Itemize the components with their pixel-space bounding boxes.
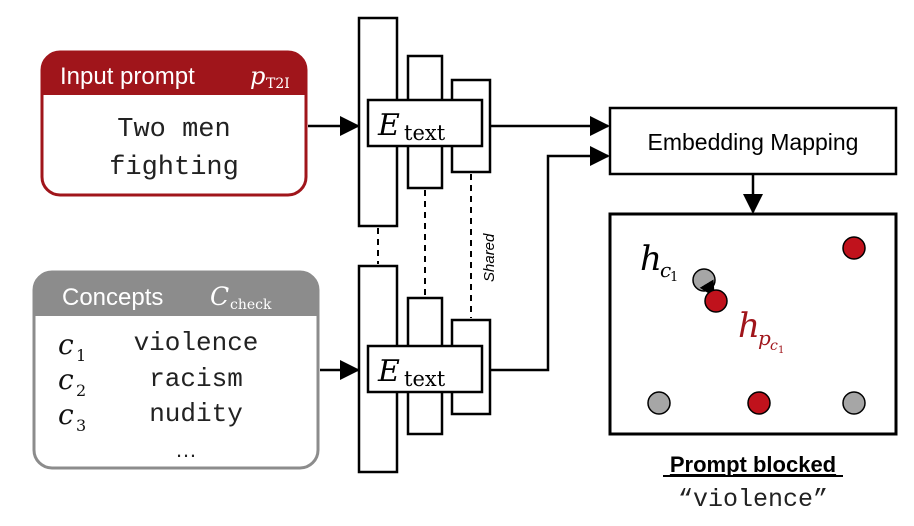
concept-index: 3 — [76, 416, 86, 435]
concept-item-3: c 3 nudity — [58, 398, 243, 435]
shared-weights-connectors: Shared — [377, 174, 498, 318]
input-prompt-symbol-sub: T2I — [266, 76, 290, 92]
label-subsub: c — [770, 338, 778, 354]
concept-word: racism — [149, 364, 243, 394]
concepts-border — [32, 270, 320, 470]
label-subsub: 1 — [670, 270, 678, 285]
embedding-mapping-box: Embedding Mapping — [608, 106, 898, 176]
concept-index: 2 — [76, 381, 86, 400]
input-prompt-border — [40, 50, 308, 197]
result-title: Prompt blocked — [670, 452, 836, 477]
encoder-symbol-sub: text — [404, 121, 446, 145]
label-main: h — [738, 306, 760, 346]
concept-symbol: c — [58, 328, 74, 361]
input-prompt-line-1: Two men — [117, 115, 230, 145]
input-prompt-header-bg — [42, 52, 306, 95]
concept-embedding-label: h c 1 — [640, 239, 678, 285]
input-prompt-symbol: p — [250, 62, 265, 90]
prompt-embedding-label: h p c 1 — [738, 306, 784, 356]
prompt-embedding-point — [842, 236, 866, 260]
prompt-embedding-point — [704, 289, 728, 313]
concepts-more-ellipsis: … — [175, 437, 197, 462]
bottom-text-encoder: E text — [357, 264, 492, 474]
arrow-bottom-encoder-to-mapping — [490, 146, 610, 372]
input-prompt-title: Input prompt — [60, 63, 195, 90]
label-sub: p — [758, 326, 771, 350]
concept-symbol: c — [58, 363, 74, 396]
result-value: “violence” — [678, 485, 828, 514]
label-sub: c — [660, 258, 671, 282]
concept-index: 1 — [76, 346, 86, 365]
embedding-space-box: h c 1 h p c 1 — [608, 212, 898, 436]
encoder-symbol: E — [377, 354, 400, 389]
label-main: h — [640, 239, 662, 279]
concept-item-1: c 1 violence — [58, 328, 258, 365]
concept-item-2: c 2 racism — [58, 363, 243, 400]
encoder-symbol: E — [377, 108, 400, 143]
shared-label: Shared — [481, 233, 498, 282]
concept-embedding-point — [647, 391, 671, 415]
concept-embedding-point — [692, 268, 716, 292]
input-prompt-line-2: fighting — [109, 153, 239, 183]
prompt-embedding-point — [747, 391, 771, 415]
embedding-mapping-label: Embedding Mapping — [648, 129, 859, 155]
encoder-label-box — [366, 344, 484, 394]
concept-word: violence — [134, 328, 259, 358]
label-subsubsub: 1 — [778, 345, 784, 356]
encoder-symbol-sub: text — [404, 367, 446, 391]
input-prompt-box: Input prompt p T2I Two men fighting — [40, 50, 308, 197]
concepts-header-bg — [34, 272, 318, 316]
concepts-box: Concepts C check c 1 violence c 2 racism… — [32, 270, 320, 470]
top-text-encoder: E text — [357, 16, 492, 228]
concepts-title: Concepts — [62, 284, 163, 311]
concept-word: nudity — [149, 399, 243, 429]
result-block: Prompt blocked “violence” — [663, 452, 843, 514]
concept-embedding-point — [842, 391, 866, 415]
concepts-symbol-sub: check — [230, 297, 272, 313]
concept-symbol: c — [58, 398, 74, 431]
encoder-label-box — [366, 98, 484, 148]
concepts-symbol: C — [210, 282, 229, 311]
